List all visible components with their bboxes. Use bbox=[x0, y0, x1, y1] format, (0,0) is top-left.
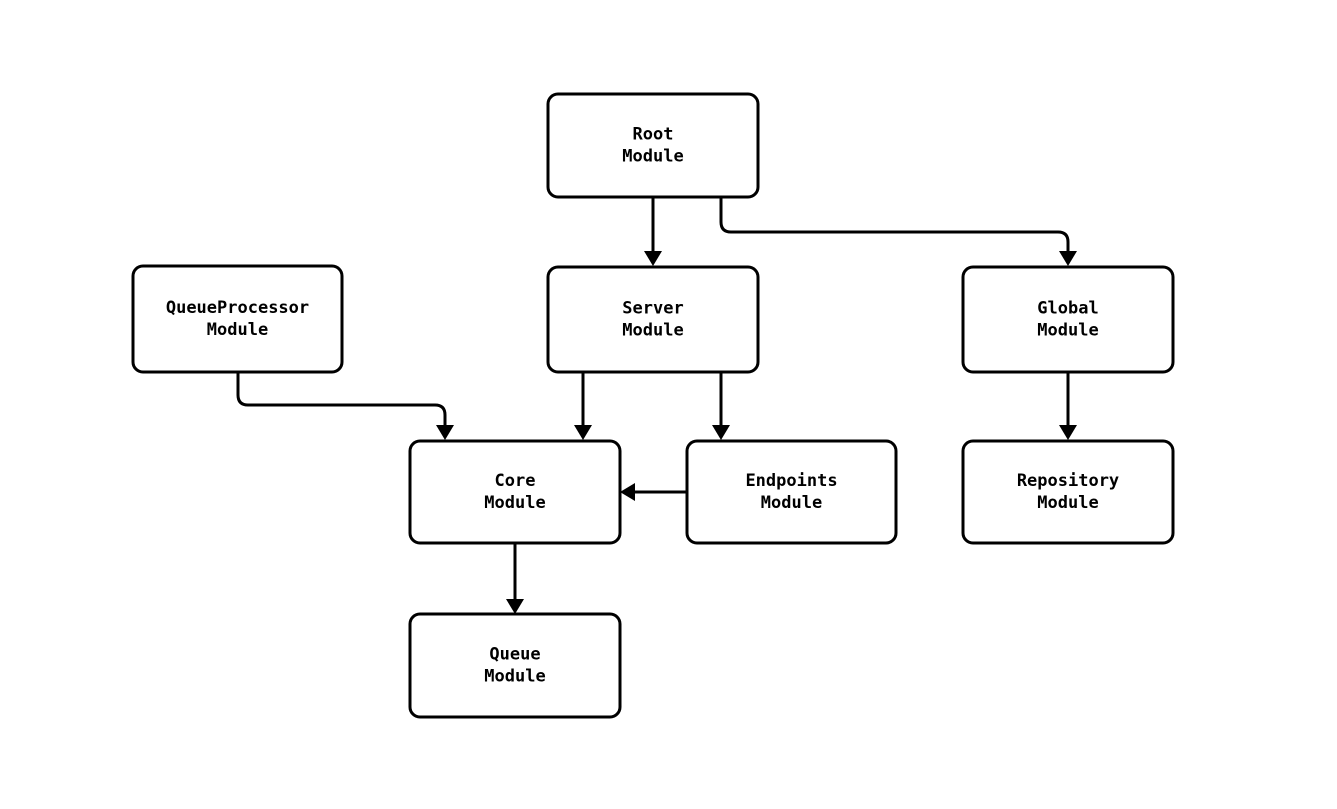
edge-queueprocessor-to-core-arrowhead bbox=[436, 425, 454, 440]
repository-module-node-box[interactable] bbox=[961, 439, 1175, 545]
edge-queueprocessor-to-core-line bbox=[236, 372, 447, 426]
edge-queueprocessor-to-core bbox=[236, 372, 454, 440]
edge-root-to-server-arrowhead bbox=[644, 251, 662, 266]
edge-root-to-global bbox=[719, 197, 1077, 266]
server-module-node-box[interactable] bbox=[546, 265, 760, 374]
queueprocessor-module-node-box[interactable] bbox=[131, 264, 344, 374]
edge-global-to-repository-arrowhead bbox=[1059, 425, 1077, 440]
edge-server-to-endpoints bbox=[712, 372, 730, 440]
edge-root-to-server bbox=[644, 197, 662, 266]
edge-root-to-global-line bbox=[719, 197, 1070, 252]
edge-root-to-global-arrowhead bbox=[1059, 251, 1077, 266]
endpoints-module-node-box[interactable] bbox=[685, 439, 898, 545]
edge-core-to-queue-arrowhead bbox=[506, 599, 524, 614]
edge-endpoints-to-core-arrowhead bbox=[620, 483, 635, 501]
global-module-node-box[interactable] bbox=[961, 265, 1175, 374]
edge-core-to-queue bbox=[506, 543, 524, 614]
edge-global-to-repository bbox=[1059, 372, 1077, 440]
edge-endpoints-to-core bbox=[620, 483, 687, 501]
edge-server-to-endpoints-arrowhead bbox=[712, 425, 730, 440]
edge-server-to-core bbox=[574, 372, 592, 440]
queue-module-node-box[interactable] bbox=[408, 612, 622, 719]
edges-layer bbox=[236, 197, 1077, 614]
core-module-node-box[interactable] bbox=[408, 439, 622, 545]
edge-server-to-core-arrowhead bbox=[574, 425, 592, 440]
root-module-node-box[interactable] bbox=[546, 92, 760, 199]
